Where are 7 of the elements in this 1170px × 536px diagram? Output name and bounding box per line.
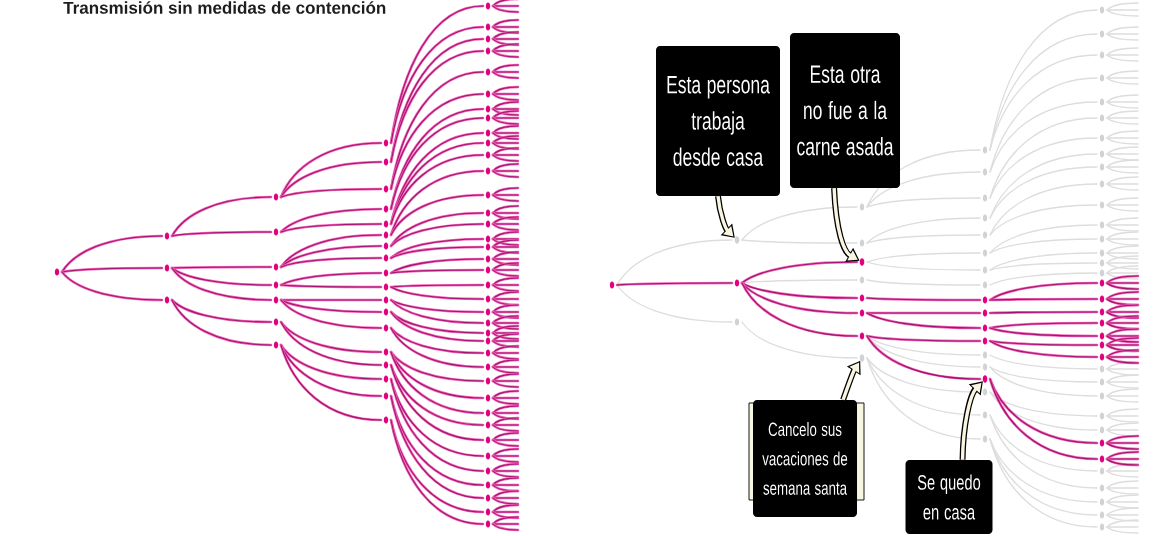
callout-box: Se quedo en casa: [905, 460, 993, 534]
title: Transmisión sin medidas de contención: [63, 1, 386, 14]
callout-box: Cancelo sus vacaciones de semana santa: [748, 400, 865, 517]
callout-box: Esta otra no fue a la carne asada: [790, 33, 900, 188]
arrow: [715, 195, 735, 238]
callout-box: Esta persona trabaja desde casa: [656, 46, 780, 196]
arrow: [959, 381, 983, 460]
